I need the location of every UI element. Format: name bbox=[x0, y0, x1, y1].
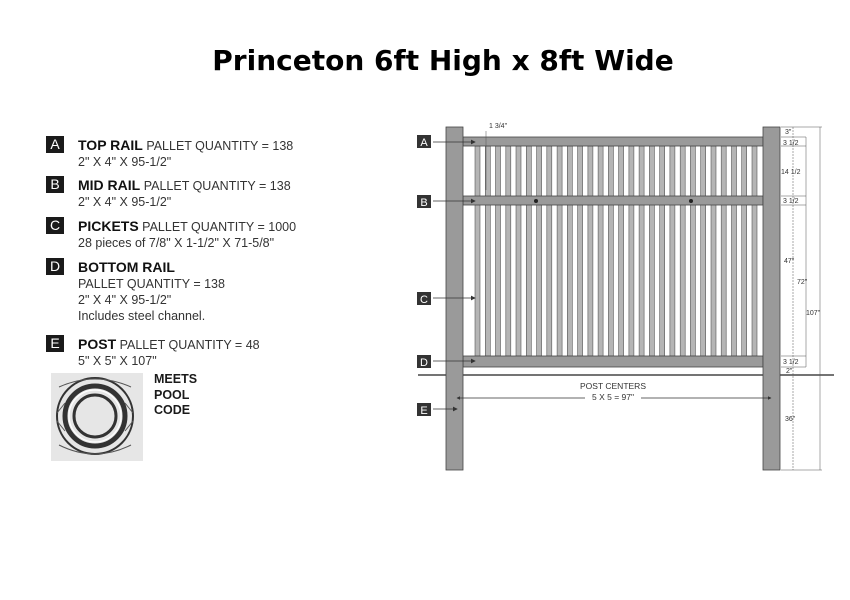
part-note: Includes steel channel. bbox=[78, 309, 206, 323]
pool-code-badge-icon bbox=[51, 373, 143, 461]
part-letter-badge: E bbox=[46, 335, 64, 352]
picket bbox=[628, 145, 635, 357]
mid-rail bbox=[462, 195, 764, 206]
right-post bbox=[762, 126, 781, 471]
rail-screw-left bbox=[534, 199, 538, 203]
post-centers-value: 5 X 5 = 97" bbox=[592, 392, 634, 402]
part-name: POST bbox=[78, 336, 117, 352]
rail-d-dim: 3 1/2 bbox=[783, 359, 799, 366]
picket bbox=[608, 145, 614, 357]
svg-text:D: D bbox=[420, 357, 428, 369]
part-letter-badge: D bbox=[46, 258, 64, 275]
picket bbox=[679, 145, 686, 357]
gap-bd-dim: 47" bbox=[784, 258, 795, 265]
pallet-quantity: PALLET QUANTITY = 138 bbox=[78, 277, 225, 291]
pallet-quantity: PALLET QUANTITY = 138 bbox=[143, 179, 291, 193]
part-dimension: 2" X 4" X 95-1/2" bbox=[78, 293, 172, 307]
picket bbox=[474, 145, 481, 357]
picket bbox=[751, 145, 758, 357]
part-letter-badge: B bbox=[46, 176, 64, 193]
picket-gap-dim: 1 3/4" bbox=[489, 123, 508, 130]
page-title: Princeton 6ft High x 8ft Wide bbox=[212, 44, 674, 77]
ground-gap-dim: 2" bbox=[786, 368, 793, 375]
picket bbox=[649, 145, 655, 357]
picket bbox=[525, 145, 532, 357]
picket bbox=[710, 145, 717, 357]
picket bbox=[720, 145, 727, 357]
part-letter-badge: A bbox=[46, 136, 64, 153]
part-name: BOTTOM RAIL bbox=[78, 259, 175, 275]
part-name: TOP RAIL bbox=[78, 137, 143, 153]
picket bbox=[566, 145, 573, 357]
picket bbox=[577, 145, 583, 357]
bottom-rail bbox=[462, 355, 764, 368]
gap-ab-dim: 14 1/2 bbox=[781, 169, 801, 176]
part-dimension: 2" X 4" X 95-1/2" bbox=[78, 155, 172, 169]
pallet-quantity: PALLET QUANTITY = 138 bbox=[146, 139, 294, 153]
part-label-e: E bbox=[417, 403, 458, 417]
picket bbox=[495, 145, 501, 357]
post-total-dim: 107" bbox=[806, 310, 821, 317]
meets-pool-code-text: MEETS POOL CODE bbox=[154, 372, 198, 417]
svg-text:A: A bbox=[420, 137, 428, 149]
picket bbox=[597, 145, 604, 357]
left-post bbox=[445, 126, 464, 471]
part-letter-badge: C bbox=[46, 217, 64, 234]
picket bbox=[618, 145, 624, 357]
picket bbox=[731, 145, 737, 357]
part-name: PICKETS bbox=[78, 218, 139, 234]
picket bbox=[659, 145, 666, 357]
part-dimension: 5" X 5" X 107" bbox=[78, 354, 157, 368]
post-centers-value-bg bbox=[585, 392, 641, 402]
burial-dim: 36" bbox=[785, 416, 796, 423]
part-label-a: A bbox=[417, 135, 476, 149]
part-label-b: B bbox=[417, 195, 476, 209]
svg-text:E: E bbox=[420, 405, 427, 417]
picket bbox=[536, 145, 542, 357]
post-centers-label: POST CENTERS bbox=[580, 381, 646, 391]
part-label-c: C bbox=[417, 292, 476, 306]
rail-screw-right bbox=[689, 199, 693, 203]
svg-text:C: C bbox=[420, 294, 428, 306]
rail-a-dim: 3 1/2 bbox=[783, 140, 799, 147]
part-dimension: 28 pieces of 7/8" X 1-1/2" X 71-5/8" bbox=[78, 236, 275, 250]
pallet-quantity: PALLET QUANTITY = 48 bbox=[119, 338, 260, 352]
picket bbox=[669, 145, 676, 357]
rail-b-dim: 3 1/2 bbox=[783, 198, 799, 205]
pickets-group bbox=[474, 145, 758, 357]
picket bbox=[638, 145, 645, 357]
picket bbox=[741, 145, 748, 357]
right-dimension-lines bbox=[781, 126, 822, 471]
picket bbox=[700, 145, 707, 357]
part-name: MID RAIL bbox=[78, 177, 141, 193]
picket bbox=[690, 145, 696, 357]
picket bbox=[587, 145, 594, 357]
svg-text:B: B bbox=[420, 197, 427, 209]
part-dimension: 2" X 4" X 95-1/2" bbox=[78, 195, 172, 209]
picket bbox=[515, 145, 522, 357]
picket bbox=[556, 145, 563, 357]
part-label-d: D bbox=[417, 355, 476, 369]
picket bbox=[505, 145, 512, 357]
post-top-dim: 3" bbox=[785, 129, 792, 136]
top-rail bbox=[462, 136, 764, 147]
pallet-quantity: PALLET QUANTITY = 1000 bbox=[142, 220, 297, 234]
picket-total-dim: 72" bbox=[797, 279, 808, 286]
picket bbox=[546, 145, 553, 357]
